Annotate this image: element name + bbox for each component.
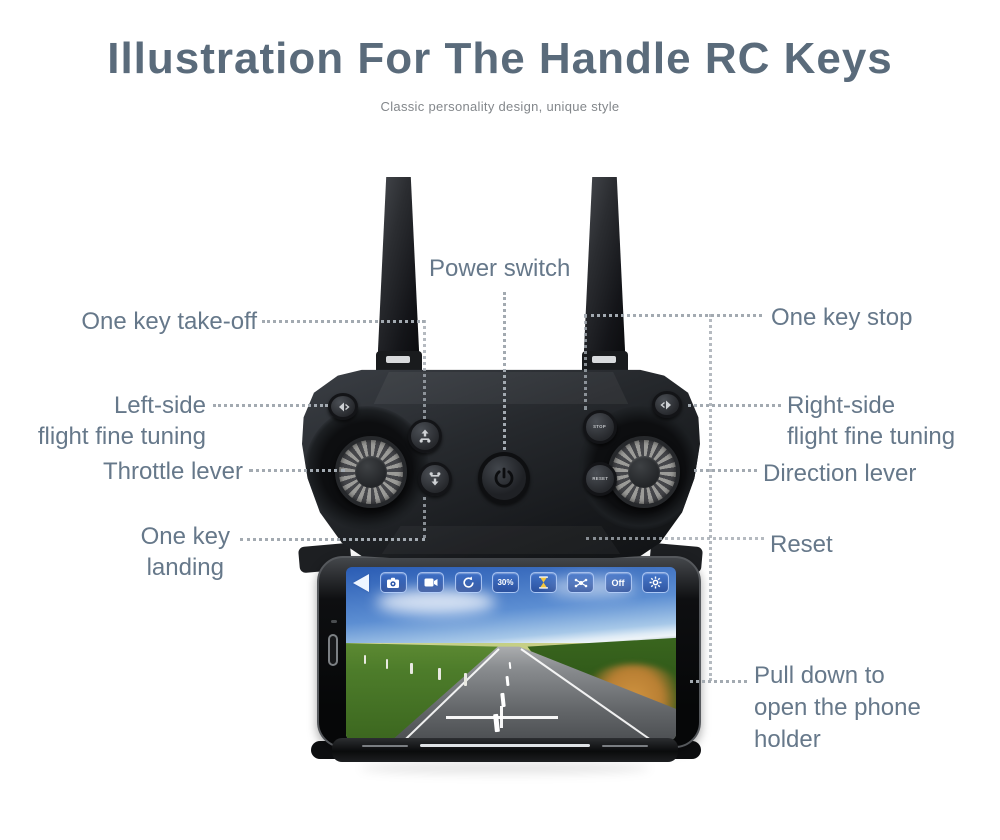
right-antenna bbox=[584, 177, 625, 355]
leader-stop-v bbox=[584, 314, 587, 410]
page-title: Illustration For The Handle RC Keys bbox=[107, 34, 893, 83]
fence-post bbox=[364, 655, 366, 664]
left-trim-icon bbox=[339, 402, 350, 411]
leader-takeoff-h bbox=[262, 320, 425, 323]
left-trim-button bbox=[328, 393, 358, 420]
label-right-side-line2: flight fine tuning bbox=[787, 423, 956, 450]
label-throttle-lever: Throttle lever bbox=[102, 458, 243, 485]
rotate-icon bbox=[454, 572, 482, 593]
label-pull-down: Pull down to open the phone holder bbox=[754, 660, 921, 756]
power-button bbox=[478, 452, 530, 504]
label-right-side-tuning: Right-side flight fine tuning bbox=[787, 390, 955, 452]
tray-groove-left bbox=[362, 745, 408, 747]
stop-button: STOP bbox=[583, 410, 617, 444]
drone-icon bbox=[567, 572, 594, 593]
fence-post bbox=[386, 659, 388, 669]
label-right-side-line1: Right-side bbox=[787, 392, 896, 419]
off-toggle-label: Off bbox=[611, 577, 625, 588]
fence-post bbox=[464, 673, 467, 686]
takeoff-drone-icon bbox=[419, 429, 431, 443]
label-landing-line1: One key bbox=[140, 523, 230, 550]
leader-throttle bbox=[249, 469, 345, 472]
tray-highlight bbox=[420, 744, 590, 747]
leader-takeoff-v bbox=[423, 320, 426, 419]
fence-post bbox=[438, 668, 441, 680]
direction-joystick bbox=[608, 436, 680, 508]
reset-button: RESET bbox=[583, 462, 617, 496]
cloud bbox=[376, 589, 496, 615]
label-direction-lever: Direction lever bbox=[763, 460, 917, 487]
leader-left-side bbox=[213, 404, 328, 407]
page-subtitle: Classic personality design, unique style bbox=[380, 99, 620, 114]
throttle-joystick bbox=[335, 436, 407, 508]
label-one-key-takeoff: One key take-off bbox=[81, 308, 257, 335]
body-top-facet bbox=[373, 371, 629, 405]
photo-camera-icon bbox=[379, 572, 407, 593]
landing-drone-icon bbox=[429, 472, 441, 486]
leader-right-guide bbox=[709, 314, 712, 681]
label-pull-down-line1: Pull down to bbox=[754, 662, 885, 689]
leader-landing-v bbox=[423, 497, 426, 538]
label-left-side-line1: Left-side bbox=[113, 392, 206, 419]
phone-home-button bbox=[328, 634, 338, 666]
battery-percent-label: 30% bbox=[497, 578, 514, 587]
back-icon bbox=[353, 573, 369, 592]
leader-pull-down bbox=[690, 680, 747, 683]
reset-button-label: RESET bbox=[592, 476, 608, 482]
ground-shadow bbox=[360, 762, 650, 774]
phone: 30% Off bbox=[317, 556, 701, 748]
stop-button-label: STOP bbox=[593, 424, 607, 430]
label-one-key-stop: One key stop bbox=[771, 304, 913, 331]
label-one-key-landing: One key landing bbox=[141, 521, 230, 583]
label-pull-down-line3: holder bbox=[754, 726, 821, 753]
label-left-side-line2: flight fine tuning bbox=[37, 423, 206, 450]
one-key-takeoff-button bbox=[408, 419, 442, 453]
leader-stop-h bbox=[584, 314, 762, 317]
phone-speaker-slot bbox=[331, 620, 337, 623]
leader-landing-h bbox=[240, 538, 425, 541]
app-icon-bar: 30% Off bbox=[353, 571, 669, 594]
right-trim-button bbox=[652, 391, 682, 418]
leader-right-side bbox=[688, 404, 781, 407]
left-antenna bbox=[378, 177, 419, 355]
label-pull-down-line2: open the phone bbox=[754, 694, 921, 721]
label-landing-line2: landing bbox=[146, 554, 224, 581]
right-trim-icon bbox=[660, 400, 671, 409]
settings-gear-icon bbox=[642, 572, 669, 593]
video-camera-icon bbox=[417, 572, 444, 593]
leader-reset bbox=[586, 537, 764, 540]
label-left-side-tuning: Left-side flight fine tuning bbox=[38, 390, 206, 452]
tray-groove-right bbox=[602, 745, 648, 747]
hourglass-icon bbox=[529, 572, 557, 593]
one-key-landing-button bbox=[418, 462, 452, 496]
label-power-switch: Power switch bbox=[429, 255, 571, 282]
off-toggle: Off bbox=[604, 572, 632, 593]
camera-crosshair-tick bbox=[500, 706, 503, 728]
phone-holder-tray bbox=[332, 738, 678, 762]
battery-percentage: 30% bbox=[492, 572, 519, 593]
label-reset: Reset bbox=[770, 531, 833, 558]
leader-direction bbox=[694, 469, 757, 472]
leader-power-switch bbox=[503, 292, 506, 450]
fence-post bbox=[410, 663, 413, 674]
power-icon bbox=[494, 467, 514, 488]
phone-screen: 30% Off bbox=[346, 567, 676, 740]
